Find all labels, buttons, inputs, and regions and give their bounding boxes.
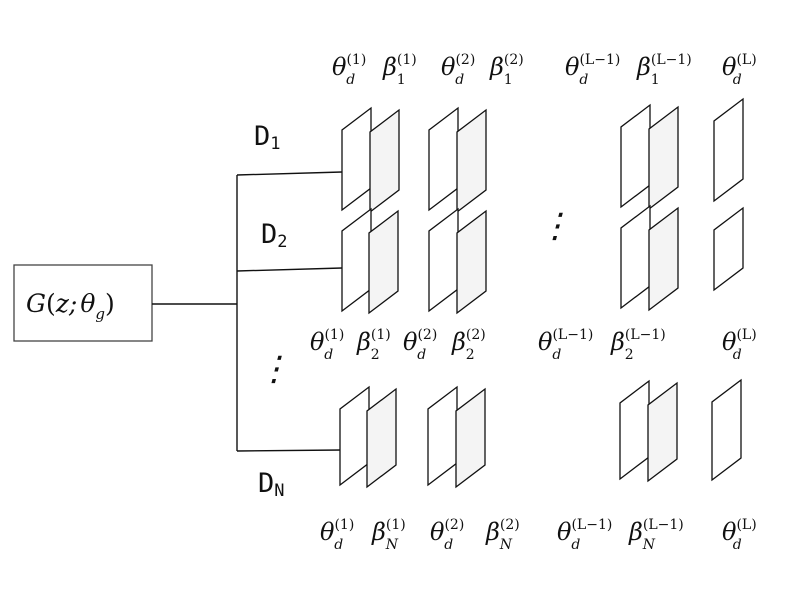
d1-label-beta-2: β(2)1 [489, 52, 524, 88]
d2-label-beta-Lm1: β(L−1)2 [610, 327, 666, 363]
dn-plane-theta-1 [339, 385, 370, 487]
d2-plane-beta-Lm1 [648, 206, 679, 312]
connection-wires [152, 171, 343, 452]
dn-plane-theta-Lm1 [619, 379, 650, 481]
d2-label-theta-2: θ(2)d [403, 327, 437, 363]
d2-label: D2 [261, 219, 288, 252]
d2-label-beta-2: β(2)2 [451, 327, 486, 363]
d2-plane-beta-1 [368, 209, 399, 315]
generator-label: G(z;θg) [26, 289, 115, 323]
dn-label-theta-Lm1: θ(L−1)d [557, 517, 612, 553]
d1-label-theta-1: θ(1)d [332, 52, 366, 88]
d1-layer-stack [341, 97, 744, 214]
d1-plane-theta-Lm1 [620, 103, 651, 209]
d1-label-theta-2: θ(2)d [441, 52, 475, 88]
d1-label-theta-Lm1: θ(L−1)d [565, 52, 620, 88]
d2-layer-stack [341, 204, 744, 315]
d1-label-beta-Lm1: β(L−1)1 [636, 52, 692, 88]
d1-plane-beta-2 [456, 108, 487, 214]
d1-label: D1 [254, 121, 281, 154]
d2-label-beta-1: β(1)2 [356, 327, 391, 363]
d1-plane-theta-2 [428, 106, 459, 212]
ellipsis-discriminators: ⋮ [257, 349, 291, 389]
generator-box [13, 264, 153, 342]
wire-to-d1 [236, 171, 343, 176]
d2-label-theta-Lm1: θ(L−1)d [538, 327, 593, 363]
d1-param-labels: θ(1)d β(1)1 θ(2)d β(2)1 θ(L−1)d β(L−1)1 … [332, 52, 757, 88]
dn-label-theta-L: θ(L)d [722, 517, 757, 553]
dn-label-theta-2: θ(2)d [430, 517, 464, 553]
d1-plane-beta-1 [369, 108, 400, 214]
d1-plane-theta-1 [341, 106, 372, 212]
dn-plane-theta-L [711, 378, 742, 482]
dn-plane-beta-2 [455, 387, 486, 489]
d2-plane-theta-Lm1 [620, 204, 651, 310]
dn-label-beta-Lm1: β(L−1)N [628, 517, 684, 553]
dn-layer-stack [339, 378, 742, 489]
d2-label-theta-1: θ(1)d [310, 327, 344, 363]
d2-plane-theta-1 [341, 207, 372, 313]
d1-label-beta-1: β(1)1 [382, 52, 417, 88]
dn-param-labels: θ(1)d β(1)N θ(2)d β(2)N θ(L−1)d β(L−1)N … [320, 517, 757, 553]
d1-plane-beta-Lm1 [648, 105, 679, 211]
d2-param-labels: θ(1)d β(1)2 θ(2)d β(2)2 θ(L−1)d β(L−1)2 … [310, 327, 757, 363]
d2-plane-theta-L [713, 206, 744, 292]
wire-to-dn [236, 449, 343, 452]
dn-label-theta-1: θ(1)d [320, 517, 354, 553]
dn-label: DN [258, 468, 285, 501]
d2-label-theta-L: θ(L)d [722, 327, 757, 363]
dn-plane-beta-Lm1 [647, 381, 678, 483]
dn-label-beta-1: β(1)N [371, 517, 406, 553]
d2-plane-beta-2 [456, 209, 487, 315]
wire-to-d2 [236, 267, 343, 272]
d1-label-theta-L: θ(L)d [722, 52, 757, 88]
d1-plane-theta-L [713, 97, 744, 203]
dn-plane-theta-2 [427, 385, 458, 487]
dn-label-beta-2: β(2)N [485, 517, 520, 553]
ellipsis-layers: ⋮ [538, 206, 572, 246]
dn-plane-beta-1 [366, 387, 397, 489]
generator-node: G(z;θg) [13, 264, 153, 342]
d2-plane-theta-2 [428, 207, 459, 313]
